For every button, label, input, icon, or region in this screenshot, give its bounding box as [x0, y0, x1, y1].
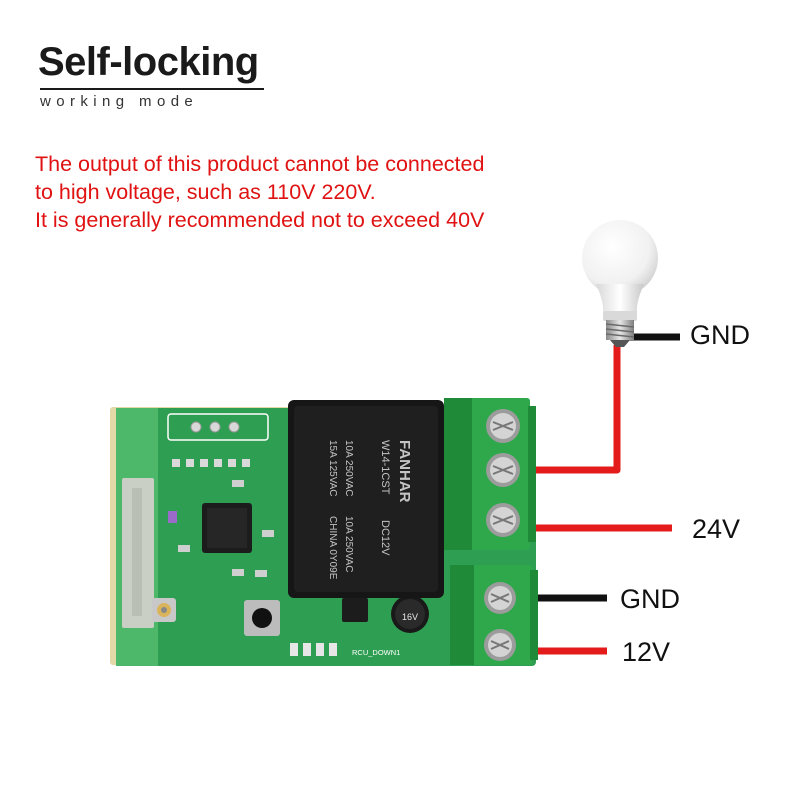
label-12v: 12V — [622, 637, 671, 667]
relay-rating-3: 10A 250VAC — [343, 516, 354, 573]
screw-terminal — [486, 503, 520, 537]
relay-coil: DC12V — [379, 520, 391, 556]
relay-rating-1: 10A 250VAC — [343, 440, 354, 497]
load-terminal-block — [444, 398, 536, 550]
warning-note: The output of this product cannot be con… — [35, 150, 484, 234]
relay-model: W14-1CST — [379, 440, 391, 495]
label-power-gnd: GND — [620, 584, 680, 614]
relay-origin: CHINA 0Y09E — [327, 516, 338, 580]
board-footer-label: RCU_DOWN1 — [352, 648, 400, 657]
screw-terminal — [484, 582, 516, 614]
relay-component: FANHAR W14-1CST DC12V 10A 250VAC 15A 125… — [288, 400, 444, 598]
screw-terminal — [484, 629, 516, 661]
relay-rating-2: 15A 125VAC — [327, 440, 338, 497]
light-bulb-icon — [582, 220, 658, 347]
wire-load-live — [512, 345, 621, 474]
page-title: Self-locking — [38, 40, 259, 84]
screw-terminal — [486, 453, 520, 487]
screw-terminal — [486, 409, 520, 443]
power-terminal-block — [450, 565, 538, 665]
title-underline — [40, 88, 264, 90]
label-24v: 24V — [692, 514, 741, 544]
page-subtitle: working mode — [40, 93, 199, 110]
capacitor-label: 16V — [402, 612, 418, 622]
warning-line-3: It is generally recommended not to excee… — [35, 208, 485, 232]
relay-brand: FANHAR — [396, 440, 413, 503]
label-load-gnd: GND — [690, 320, 750, 350]
warning-line-2: to high voltage, such as 110V 220V. — [35, 180, 376, 204]
warning-line-1: The output of this product cannot be con… — [35, 152, 485, 176]
